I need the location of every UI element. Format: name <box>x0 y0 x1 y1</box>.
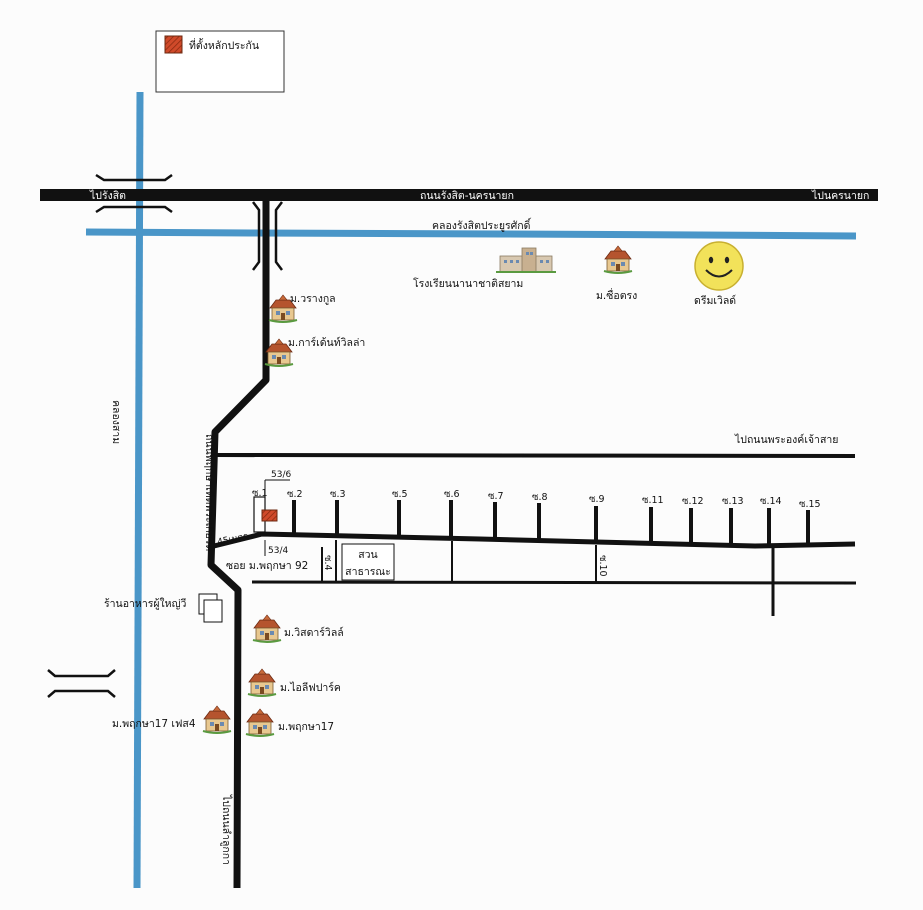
soi-label: ซ.3 <box>330 489 346 500</box>
soi-label: ซ.8 <box>532 492 548 503</box>
house-icon <box>252 614 282 643</box>
khlong3-label: คลองสาม <box>110 400 122 444</box>
soi-label: ซ.14 <box>760 496 782 507</box>
park-label-2: สาธารณะ <box>345 566 391 578</box>
seuatrong-label: ม.ซื่อตรง <box>596 288 637 302</box>
soi-label: ซ.2 <box>287 489 303 500</box>
garden-villa-label: ม.การ์เด้นท์วิลล่า <box>288 336 365 349</box>
school-label: โรงเรียนนานาชาติสยาม <box>413 277 523 290</box>
bridge-icon <box>95 173 173 214</box>
warangkun-label: ม.วรางกูล <box>290 293 336 305</box>
soi-label: ซ.11 <box>642 495 664 506</box>
khlong3-canal <box>133 91 144 889</box>
main-vertical-road-label: ถนนพฤกษาเทิดพระเกียรติ <box>203 434 216 551</box>
restaurant-icon <box>198 593 223 623</box>
legend-marker-icon <box>164 35 183 54</box>
bridge-icon <box>252 201 283 271</box>
soi-label: ซ.5 <box>392 489 408 500</box>
soi-label: ซ.1 <box>252 488 268 499</box>
soi-label: ซ.4 <box>322 555 333 571</box>
soi-label: ซ.15 <box>799 499 821 510</box>
soi-main-road <box>213 531 856 549</box>
dreamworld-label: ดรีมเวิลด์ <box>694 294 736 307</box>
to-phraongchao-label: ไปถนนพระองค์เจ้าสาย <box>734 433 838 446</box>
school-building-icon <box>496 247 556 273</box>
to-rangsit-label: ไปรังสิต <box>89 189 126 202</box>
distance-label: 45เมตร <box>217 532 250 548</box>
restaurant-label: ร้านอาหารผู้ใหญ่วี <box>104 597 187 610</box>
legend: ที่ตั้งหลักประกัน <box>155 30 285 93</box>
pruksa17-phase4-label: ม.พฤกษา17 เฟส4 <box>112 718 196 730</box>
bridge-icon <box>47 669 116 698</box>
rangsit-nakhonnayok-label: ถนนรังสิต-นครนายก <box>420 190 514 202</box>
soi-pruksa92-label: ซอย ม.พฤกษา 92 <box>226 560 308 572</box>
to-lamlukka-label: ไปถนนลำลูกกา <box>220 794 233 865</box>
wisdar-ville-label: ม.วิสดาร์วิลล์ <box>284 626 344 639</box>
public-park <box>341 543 395 581</box>
house-icon <box>202 705 232 734</box>
soi-label: ซ.6 <box>444 489 460 500</box>
plot-53-6-label: 53/6 <box>271 470 291 480</box>
soi-label: ซ.13 <box>722 496 744 507</box>
house-icon <box>245 708 275 737</box>
soi-label: ซ.9 <box>589 494 605 505</box>
collateral-marker-icon <box>261 509 278 522</box>
soi-label: ซ.7 <box>488 491 504 502</box>
smiley-icon <box>694 241 744 291</box>
house-icon <box>247 668 277 697</box>
park-label-1: สวน <box>358 549 377 561</box>
to-nakhonnayok-label: ไปนครนายก <box>811 189 869 202</box>
legend-label: ที่ตั้งหลักประกัน <box>189 38 259 52</box>
i-life-park-label: ม.ไอลีฟปาร์ค <box>280 681 341 694</box>
rangsit-canal-label: คลองรังสิตประยูรศักดิ์ <box>432 217 532 232</box>
soi-stubs <box>292 500 810 545</box>
rangsit-canal <box>85 228 857 240</box>
rangsit-nakhonnayok-road <box>40 189 878 201</box>
main-vertical-road <box>207 201 270 889</box>
soi-label: ซ.10 <box>597 555 608 577</box>
house-icon <box>603 245 633 274</box>
pruksa17-label: ม.พฤกษา17 <box>278 721 334 733</box>
phraongchao-road <box>214 453 856 458</box>
plot-53-4-label: 53/4 <box>268 546 288 556</box>
soi-label: ซ.12 <box>682 496 704 507</box>
soi-lower-road <box>251 580 857 585</box>
